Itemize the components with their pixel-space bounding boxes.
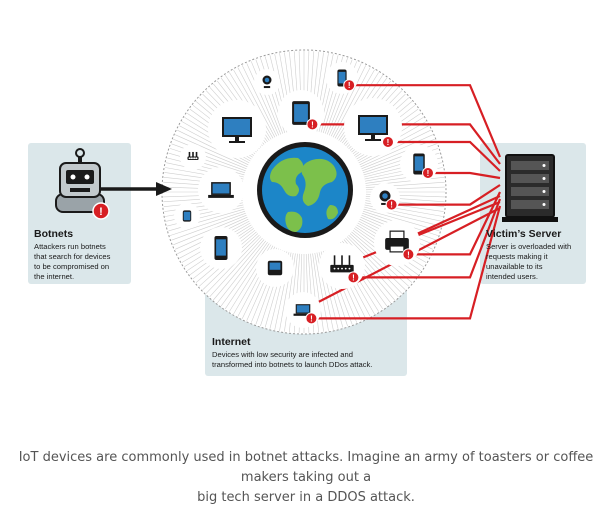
- infected-badge-icon: !: [347, 271, 360, 284]
- tablet-icon: !: [278, 90, 324, 136]
- svg-text:!: !: [99, 206, 103, 218]
- attack-line: [428, 171, 501, 180]
- printer-icon: !: [374, 220, 420, 266]
- monitor-icon: [208, 100, 266, 158]
- tablet-icon: [174, 203, 200, 229]
- botnets-title: Botnets: [34, 228, 73, 240]
- infected-badge-icon: !: [305, 312, 318, 325]
- harddrive-icon: [256, 249, 294, 287]
- infected-badge-icon: !: [385, 198, 398, 211]
- phone-icon: !: [400, 145, 438, 183]
- svg-text:!: !: [390, 201, 393, 210]
- webcam-icon: [254, 69, 280, 95]
- infected-badge-icon: !: [402, 248, 415, 261]
- attack-line: [388, 140, 501, 172]
- botnet-diagram: !!!!!!!! ! Botn: [28, 49, 586, 376]
- svg-text:!: !: [310, 314, 313, 323]
- internet-description-line: Devices with low security are infected a…: [212, 350, 353, 359]
- svg-text:!: !: [311, 120, 314, 129]
- botnets-panel: [28, 143, 131, 284]
- botnets-description-line: Attackers run botnets: [34, 242, 106, 251]
- svg-text:!: !: [427, 169, 430, 178]
- infected-badge-icon: !: [422, 167, 434, 179]
- phone-icon: !: [326, 62, 358, 94]
- arrow-icon: [100, 182, 172, 196]
- server-icon: [502, 154, 558, 222]
- laptop-icon: !: [285, 292, 321, 328]
- attack-line: [341, 200, 501, 268]
- router-icon: !: [319, 243, 365, 289]
- phone-icon: [200, 227, 242, 269]
- svg-text:!: !: [407, 250, 410, 259]
- caption-line: big tech server in a DDOS attack.: [197, 490, 415, 505]
- laptop-icon: [198, 167, 244, 213]
- botnets-description-line: to be compromised on: [34, 262, 109, 271]
- attack-line: [311, 205, 502, 320]
- victim-description-line: intended users.: [486, 272, 538, 281]
- svg-text:!: !: [348, 81, 351, 90]
- victim-description-line: unavailable to its: [486, 262, 543, 271]
- monitor-icon: !: [344, 98, 402, 156]
- attack-line: [391, 184, 501, 206]
- victim-title: Victim’s Server: [486, 228, 561, 240]
- victim-description-line: Server is overloaded with: [486, 242, 571, 251]
- attack-line: [353, 198, 502, 279]
- router-icon: [180, 144, 206, 170]
- globe-icon: [257, 142, 353, 238]
- svg-text:!: !: [387, 138, 390, 147]
- botnets-description-line: the internet.: [34, 272, 74, 281]
- infected-badge-icon: !: [343, 79, 356, 92]
- botnets-description-line: that search for devices: [34, 252, 111, 261]
- caption-line: IoT devices are commonly used in botnet …: [18, 450, 594, 485]
- infected-badge-icon: !: [382, 136, 394, 148]
- internet-title: Internet: [212, 336, 251, 348]
- attack-line: [349, 84, 502, 158]
- infected-badge-icon: [92, 202, 110, 220]
- victim-description-line: requests making it: [486, 252, 549, 261]
- infected-badge-icon: !: [306, 118, 319, 131]
- figure-caption: IoT devices are commonly used in botnet …: [0, 448, 612, 508]
- internet-description-line: transformed into botnets to launch DDos …: [212, 360, 372, 369]
- robot-icon: !: [55, 148, 110, 220]
- svg-text:!: !: [352, 273, 355, 282]
- webcam-icon: !: [370, 183, 400, 213]
